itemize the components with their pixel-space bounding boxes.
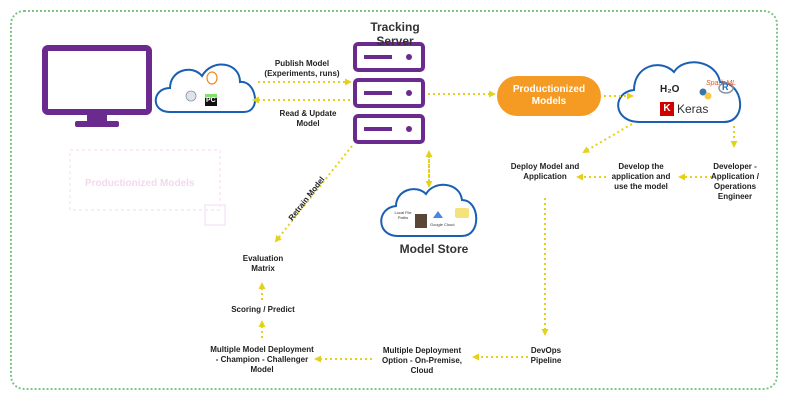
keras-label: Keras bbox=[677, 102, 709, 116]
experiments-cloud bbox=[154, 63, 257, 113]
diagram-frame bbox=[10, 10, 778, 390]
productionized-label: Productionized Models bbox=[512, 84, 586, 107]
tool-icons-left bbox=[185, 71, 218, 106]
h2o-logo: H₂O bbox=[660, 84, 680, 95]
keras-icon: K bbox=[660, 102, 674, 116]
model-store-cloud bbox=[380, 184, 478, 237]
developer-label: Developer - Application / Operations Eng… bbox=[711, 162, 759, 201]
multi-option-label: Multiple Deployment Option - On-Premise,… bbox=[381, 346, 462, 375]
arrow-retrain bbox=[274, 145, 353, 243]
spark-ml-logo: Spark ML bbox=[706, 80, 736, 87]
local-file-label: Local File Paths bbox=[394, 210, 412, 220]
publish-model-label: Publish Model (Experiments, runs) bbox=[264, 59, 340, 78]
store-tool-icons bbox=[415, 208, 469, 228]
multi-model-label: Multiple Model Deployment - Champion - C… bbox=[210, 345, 314, 374]
read-update-label: Read & Update Model bbox=[279, 109, 337, 128]
arrow-cloud-to-deploy bbox=[582, 123, 633, 154]
develop-label: Develop the application and use the mode… bbox=[611, 162, 671, 191]
tracking-server-title: Tracking Server bbox=[370, 20, 420, 48]
deploy-model-label: Deploy Model and Application bbox=[510, 162, 580, 181]
ml-frameworks-cloud bbox=[617, 61, 741, 123]
framework-icons bbox=[699, 82, 734, 100]
ghost-artifacts bbox=[69, 149, 226, 226]
evaluation-matrix-label: Evaluation Matrix bbox=[242, 254, 284, 273]
model-store-title: Model Store bbox=[399, 242, 469, 256]
scoring-label: Scoring / Predict bbox=[231, 305, 295, 314]
ghost-text-1: Productionized Models bbox=[85, 178, 195, 189]
server-icon bbox=[353, 42, 425, 144]
pycharm-icon: PC bbox=[206, 97, 216, 104]
productionized-models-node: Productionized Models bbox=[497, 76, 601, 116]
flow-arrows bbox=[252, 78, 738, 363]
devops-pipeline-label: DevOps Pipeline bbox=[530, 346, 562, 365]
google-cloud-label: Google Cloud bbox=[430, 222, 455, 227]
r-logo: R bbox=[722, 82, 729, 92]
monitor-icon bbox=[42, 45, 152, 127]
